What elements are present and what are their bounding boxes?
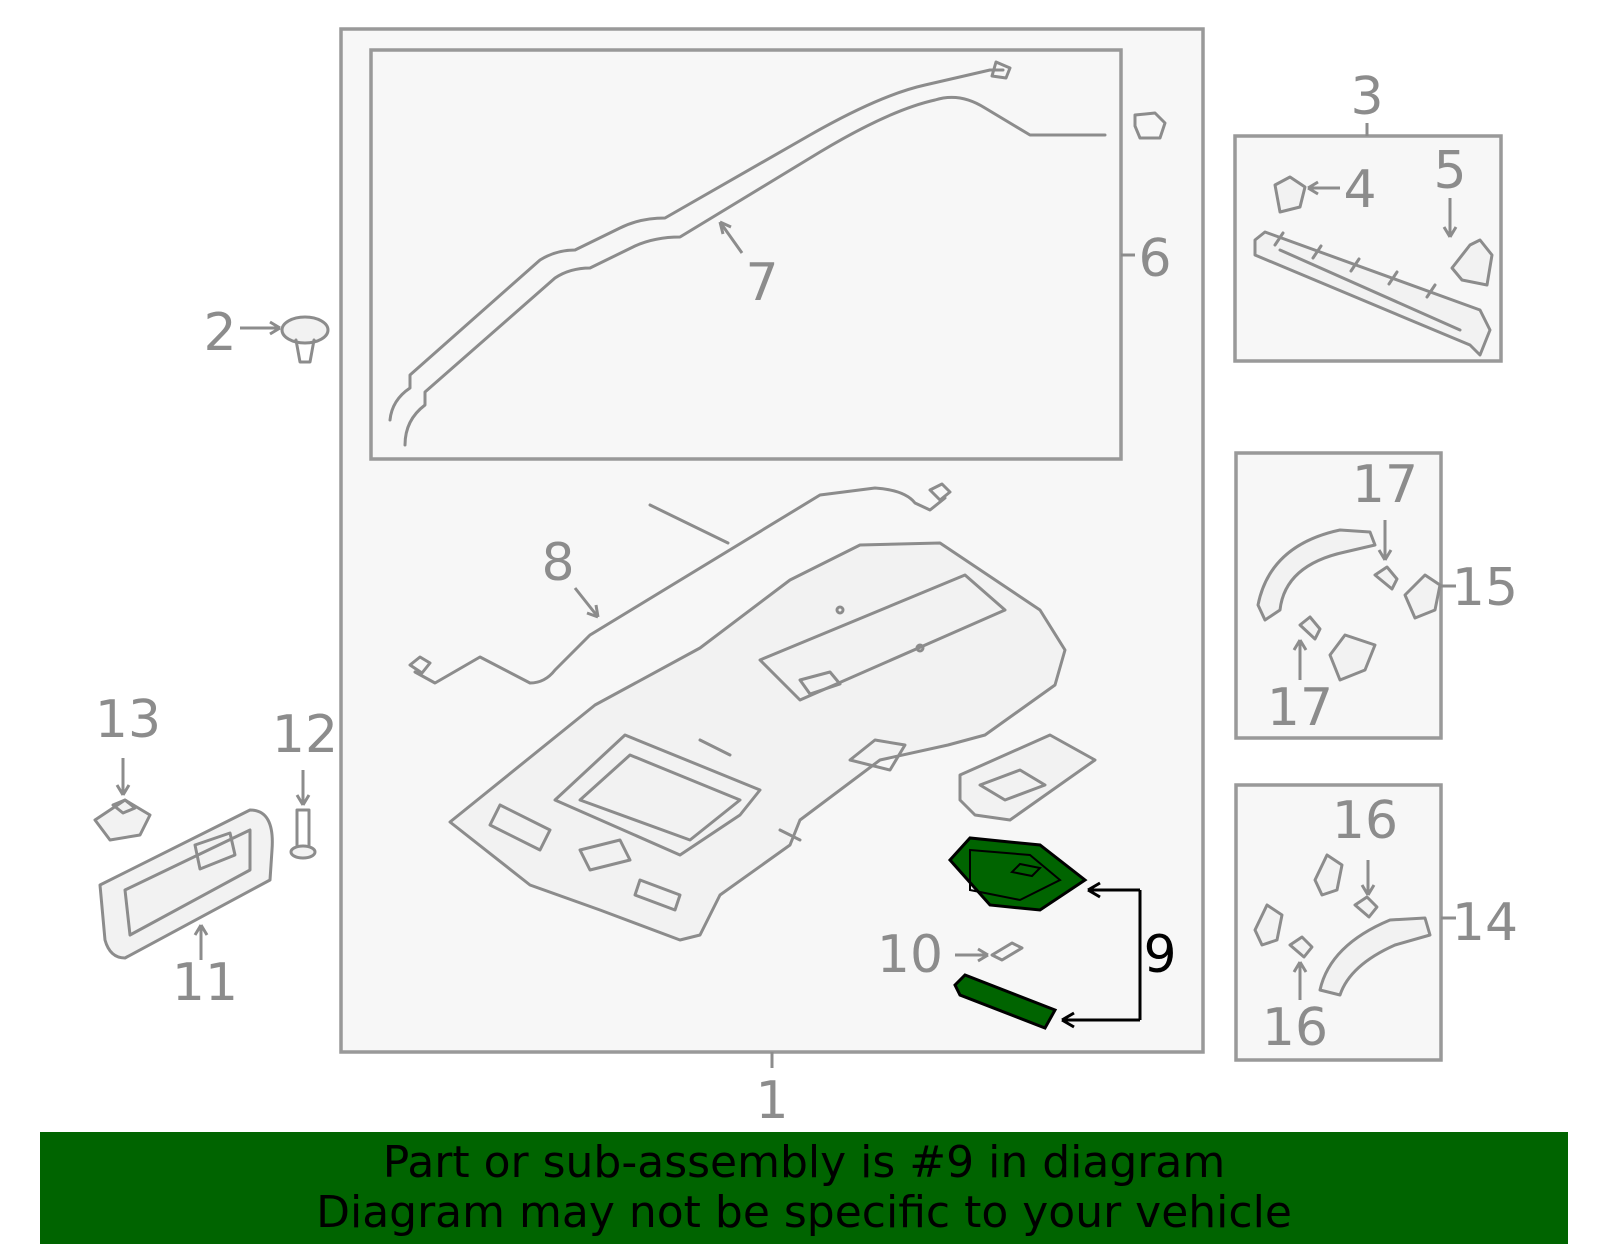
callout-4: 4 bbox=[1343, 160, 1376, 220]
banner-line-1: Part or sub-assembly is #9 in diagram bbox=[382, 1137, 1226, 1188]
part-1-headliner bbox=[448, 541, 1067, 942]
part-9-map-lamp bbox=[947, 836, 1142, 1030]
part-10-bulb bbox=[955, 941, 1024, 963]
callout-12: 12 bbox=[272, 705, 338, 765]
callout-6: 6 bbox=[1138, 229, 1171, 289]
callout-8: 8 bbox=[541, 533, 574, 593]
part-2-push-clip bbox=[240, 315, 330, 364]
callout-14: 14 bbox=[1452, 893, 1518, 953]
part-8-harness bbox=[408, 482, 952, 685]
callout-9: 9 bbox=[1143, 925, 1176, 985]
callout-5: 5 bbox=[1433, 141, 1466, 201]
callout-13: 13 bbox=[95, 690, 161, 750]
part-12-screw bbox=[289, 770, 317, 860]
part-3-rear-trim bbox=[1253, 175, 1494, 357]
part-15-grab-handle bbox=[1256, 520, 1442, 682]
info-banner: Part or sub-assembly is #9 in diagram Di… bbox=[40, 1132, 1568, 1244]
console-housing bbox=[958, 733, 1097, 822]
part-11-sun-visor bbox=[98, 808, 274, 960]
callout-2: 2 bbox=[203, 303, 236, 363]
part-6-clip bbox=[1133, 111, 1167, 140]
callout-15: 15 bbox=[1452, 558, 1518, 618]
callout-7: 7 bbox=[745, 253, 778, 313]
callout-1: 1 bbox=[755, 1071, 788, 1131]
part-7-harness bbox=[388, 60, 1107, 447]
callout-17-top: 17 bbox=[1352, 455, 1418, 515]
callout-16-top: 16 bbox=[1332, 791, 1398, 851]
callout-17-bottom: 17 bbox=[1267, 678, 1333, 738]
callout-11: 11 bbox=[172, 953, 238, 1013]
part-14-grab-handle bbox=[1253, 853, 1432, 1000]
callout-3: 3 bbox=[1350, 67, 1383, 127]
wire-harness-frame bbox=[369, 48, 1123, 461]
callout-16-bottom: 16 bbox=[1262, 998, 1328, 1058]
banner-line-2: Diagram may not be specific to your vehi… bbox=[316, 1187, 1292, 1238]
callout-10: 10 bbox=[877, 925, 943, 985]
part-13-visor-clip bbox=[93, 758, 152, 842]
